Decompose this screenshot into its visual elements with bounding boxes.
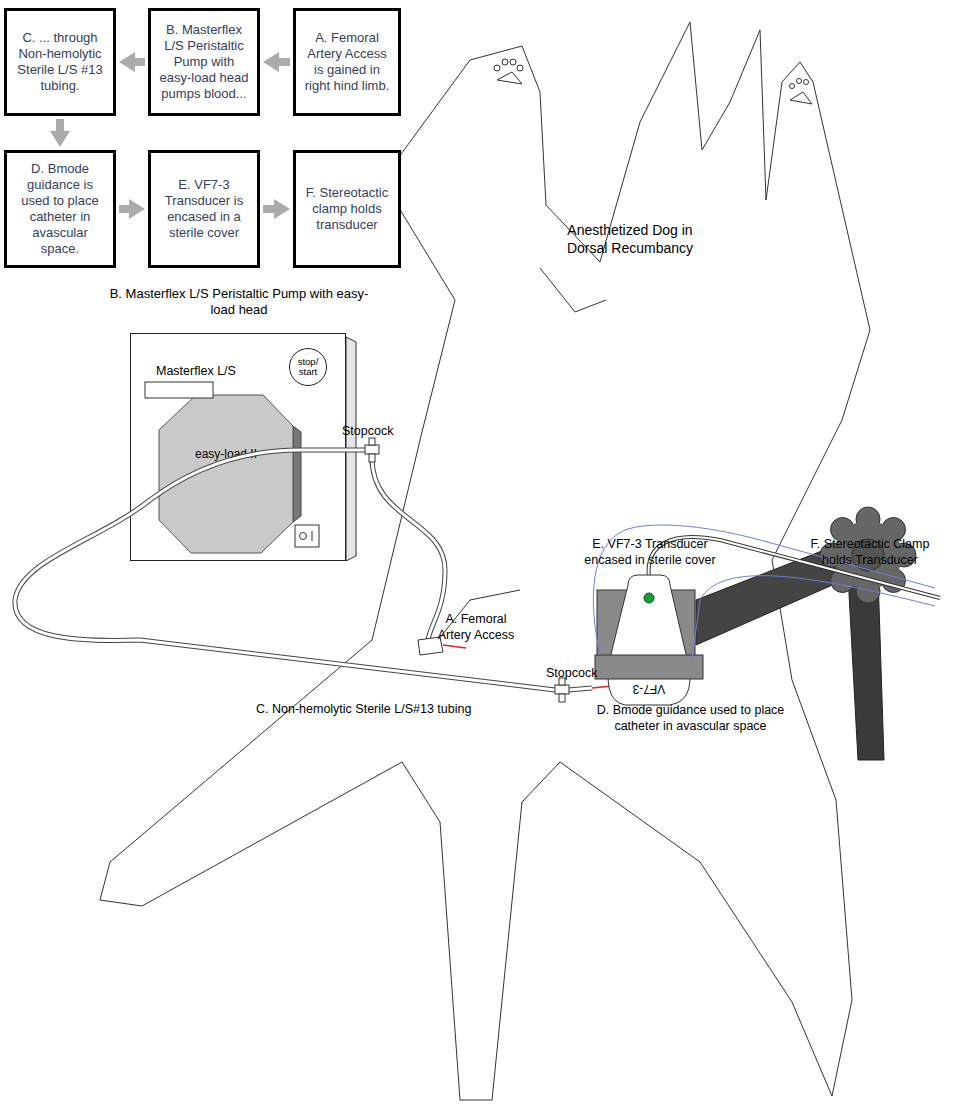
node-text: E. VF7-3 Transducer is encased in a ster…	[156, 177, 252, 240]
stopcock-symbol	[555, 685, 569, 694]
sterile-cover	[692, 576, 935, 660]
paw-toe	[797, 79, 802, 84]
knob-body	[834, 521, 902, 589]
part-label: D. Bmode guidance used to place catheter…	[588, 703, 793, 734]
flow-arrow	[119, 205, 129, 213]
node-text: D. Bmode guidance is used to place cathe…	[12, 161, 108, 256]
switch-symbol	[312, 531, 313, 541]
stopcock-symbol	[559, 694, 565, 702]
tubing-inner	[372, 458, 445, 640]
knob-lobe	[856, 579, 880, 603]
brand-label: Masterflex L/S	[156, 364, 306, 380]
knob-lobe	[856, 507, 880, 531]
clamp-arm	[696, 540, 862, 645]
catheter-needle	[443, 645, 466, 648]
pump-body: B. Masterflex L/S Peristaltic Pump with …	[130, 333, 346, 561]
paw-toe	[517, 65, 523, 71]
knob-lobe	[882, 569, 906, 593]
transducer-holder	[597, 590, 695, 662]
pump-head-face	[159, 395, 293, 553]
stopcock-symbol	[559, 678, 565, 685]
flow-arrow	[135, 58, 145, 66]
flow-arrow	[56, 119, 64, 131]
tubing-outer	[568, 688, 592, 690]
tubing-inner	[568, 688, 592, 690]
paw-toe	[804, 80, 809, 85]
pump-head: easy-load II	[151, 392, 301, 556]
pump-head-edge	[293, 426, 301, 522]
dog-outline	[100, 22, 870, 1100]
pump-head-shape	[151, 392, 301, 556]
paw-toe	[494, 65, 500, 71]
flow-arrow	[263, 205, 274, 213]
catheter-hub	[418, 637, 443, 655]
part-heading: B. Masterflex L/S Peristaltic Pump with …	[99, 286, 379, 319]
part-label: C. Non-hemolytic Sterile L/S#13 tubing	[256, 702, 556, 718]
transducer-band	[595, 655, 703, 679]
node-text: easy-load II	[195, 447, 257, 461]
pump-display	[145, 382, 213, 398]
paw-pad	[497, 72, 522, 84]
paw-pad	[790, 92, 812, 104]
paw-toe	[510, 59, 516, 65]
paw-toe	[790, 84, 795, 89]
flow-arrow	[279, 58, 290, 66]
stopcock-symbol	[365, 445, 379, 454]
pump-side	[346, 337, 356, 561]
knob-lobe	[892, 543, 916, 567]
catheter-tip	[592, 686, 612, 688]
process-box: D. Bmode guidance is used to place cathe…	[4, 150, 116, 268]
part-label: Stopcock	[342, 424, 422, 440]
process-box: F. Stereotactic clamp holds transducer	[293, 150, 401, 268]
dog-inner-line	[540, 268, 606, 312]
paw-toe	[502, 59, 508, 65]
title-label: Anesthetized Dog in Dorsal Recumbancy	[550, 222, 710, 257]
transducer-cable-outer	[649, 537, 940, 598]
part-label: A. Femoral Artery Access	[428, 612, 524, 643]
dog-inner-line	[430, 590, 520, 650]
node-text: A. Femoral Artery Access is gained in ri…	[301, 30, 393, 93]
sterile-cover	[593, 525, 935, 655]
start-stop-button: stop/ start	[289, 348, 327, 386]
power-switch	[295, 525, 319, 547]
part-label: F. Stereotactic Clamp holds Transducer	[795, 537, 945, 568]
transducer-model: VF7-3	[622, 681, 676, 696]
node-text: C. ... through Non-hemolytic Sterile L/S…	[12, 30, 108, 93]
part-label: E. VF7-3 Transducer encased in sterile c…	[575, 537, 725, 568]
tubing-inner	[15, 450, 555, 690]
process-box: E. VF7-3 Transducer is encased in a ster…	[148, 150, 260, 268]
stopcock-symbol	[369, 438, 375, 445]
process-box: A. Femoral Artery Access is gained in ri…	[293, 8, 401, 116]
process-box: C. ... through Non-hemolytic Sterile L/S…	[4, 8, 116, 116]
stopcock-symbol	[369, 454, 375, 462]
clamp-post	[848, 575, 884, 760]
node-text: B. Masterflex L/S Peristaltic Pump with …	[156, 22, 252, 101]
node-text: F. Stereotactic clamp holds transducer	[301, 185, 393, 233]
tubing-outer	[15, 450, 555, 690]
node-text: stop/ start	[290, 357, 326, 377]
switch-symbol	[300, 533, 307, 540]
knob-lobe	[882, 518, 906, 542]
clamp-knob	[820, 507, 916, 603]
transducer-cable-inner	[649, 537, 940, 598]
probe-indicator	[644, 593, 654, 603]
process-box: B. Masterflex L/S Peristaltic Pump with …	[148, 8, 260, 116]
edge-layer	[60, 62, 290, 209]
knob-center	[852, 539, 884, 571]
knob-lobe	[820, 543, 844, 567]
tubing-outer	[372, 458, 445, 640]
transducer-probe	[608, 575, 690, 705]
part-label: Stopcock	[546, 666, 626, 682]
knob-lobe	[831, 569, 855, 593]
knob-lobe	[831, 518, 855, 542]
